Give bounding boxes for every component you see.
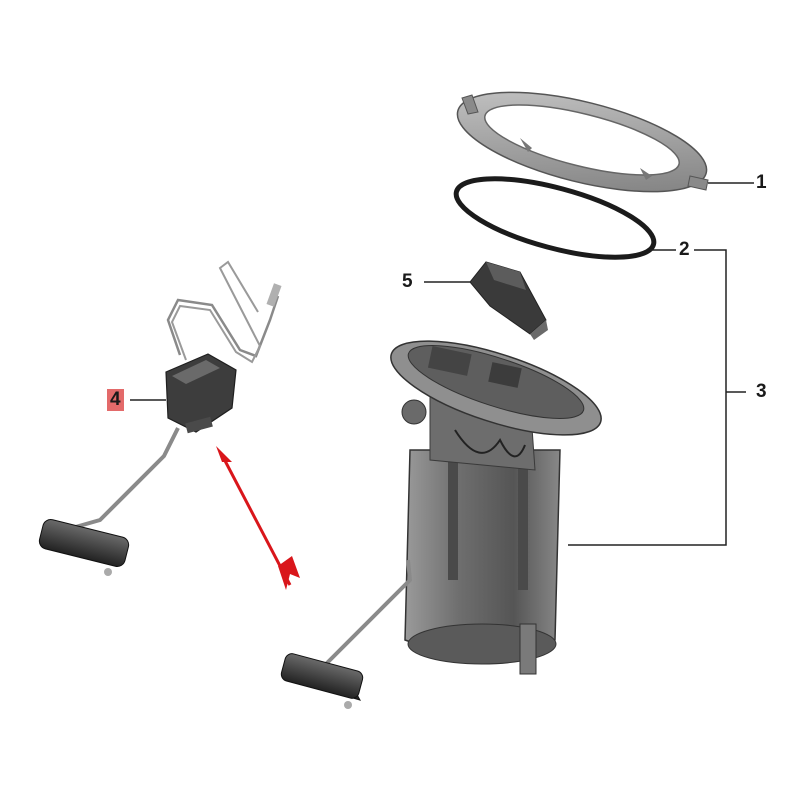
sealing-ring-icon bbox=[453, 176, 657, 260]
callout-3: 3 bbox=[756, 381, 767, 402]
connector-cover-icon bbox=[469, 261, 548, 340]
fuel-pump-assembly-icon bbox=[280, 340, 602, 709]
callout-2: 2 bbox=[679, 239, 690, 260]
red-pointer-arrow-icon bbox=[216, 446, 300, 590]
callout-5: 5 bbox=[402, 271, 413, 292]
callout-1: 1 bbox=[756, 172, 767, 193]
leader-lines bbox=[130, 182, 754, 546]
locking-ring-icon bbox=[456, 91, 709, 193]
callout-4: 4 bbox=[107, 389, 124, 411]
fuel-level-sensor-icon bbox=[38, 260, 282, 576]
